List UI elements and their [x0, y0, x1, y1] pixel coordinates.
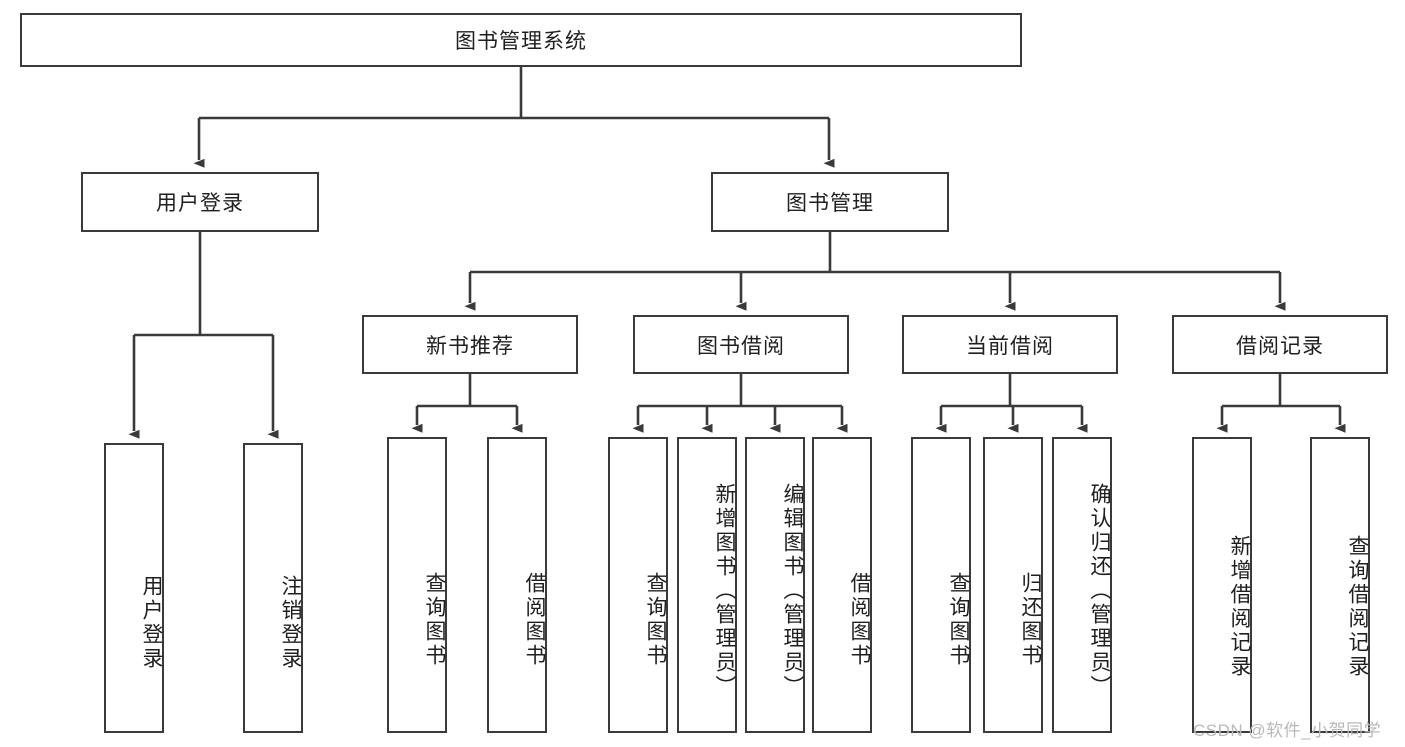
- csdn-watermark: CSDN @软件_小贺同学: [1193, 721, 1382, 740]
- node-leaf-borrow-book-recommend[interactable]: 借阅图书: [487, 437, 547, 733]
- node-leaf-user-login-label: 用户登录: [140, 575, 163, 671]
- node-leaf-query-book-recommend[interactable]: 查询图书: [387, 437, 447, 733]
- node-leaf-return-book-label: 归还图书: [1019, 572, 1042, 668]
- node-leaf-add-book-admin-label: 新增图书（管理员）: [713, 483, 736, 699]
- node-book-manage-label: 图书管理: [786, 192, 874, 215]
- node-root[interactable]: 图书管理系统: [20, 13, 1022, 67]
- node-current-borrow-label: 当前借阅: [966, 334, 1054, 358]
- node-leaf-query-borrow-record[interactable]: 查询借阅记录: [1310, 437, 1370, 733]
- node-leaf-user-login[interactable]: 用户登录: [104, 443, 164, 733]
- node-leaf-query-book-borrow[interactable]: 查询图书: [608, 437, 668, 733]
- node-borrow-record-label: 借阅记录: [1236, 334, 1324, 358]
- node-leaf-add-borrow-record[interactable]: 新增借阅记录: [1192, 437, 1252, 733]
- node-user-login[interactable]: 用户登录: [81, 172, 319, 232]
- node-leaf-edit-book-admin-label: 编辑图书（管理员）: [781, 483, 804, 699]
- node-leaf-return-book[interactable]: 归还图书: [983, 437, 1043, 733]
- node-leaf-query-borrow-record-label: 查询借阅记录: [1346, 535, 1369, 679]
- node-leaf-query-book-current-label: 查询图书: [947, 572, 970, 668]
- node-book-borrow[interactable]: 图书借阅: [633, 315, 849, 374]
- node-borrow-record[interactable]: 借阅记录: [1172, 315, 1388, 374]
- node-new-book-recommend[interactable]: 新书推荐: [362, 315, 578, 374]
- node-leaf-borrow-book-recommend-label: 借阅图书: [523, 572, 546, 668]
- node-leaf-query-book-borrow-label: 查询图书: [644, 572, 667, 668]
- node-book-manage[interactable]: 图书管理: [711, 172, 949, 232]
- node-leaf-query-book-recommend-label: 查询图书: [423, 572, 446, 668]
- node-leaf-add-borrow-record-label: 新增借阅记录: [1228, 535, 1251, 679]
- node-leaf-borrow-book[interactable]: 借阅图书: [812, 437, 872, 733]
- node-book-borrow-label: 图书借阅: [697, 334, 785, 358]
- node-leaf-logout-label: 注销登录: [279, 575, 302, 671]
- node-leaf-add-book-admin[interactable]: 新增图书（管理员）: [677, 437, 737, 733]
- node-user-login-label: 用户登录: [156, 192, 244, 215]
- node-leaf-query-book-current[interactable]: 查询图书: [911, 437, 971, 733]
- node-current-borrow[interactable]: 当前借阅: [902, 315, 1118, 374]
- node-leaf-edit-book-admin[interactable]: 编辑图书（管理员）: [745, 437, 805, 733]
- node-leaf-confirm-return-admin[interactable]: 确认归还（管理员）: [1052, 437, 1112, 733]
- node-leaf-confirm-return-admin-label: 确认归还（管理员）: [1088, 483, 1111, 699]
- node-new-book-recommend-label: 新书推荐: [426, 334, 514, 358]
- node-root-label: 图书管理系统: [455, 30, 587, 53]
- node-leaf-borrow-book-label: 借阅图书: [848, 572, 871, 668]
- node-leaf-logout[interactable]: 注销登录: [243, 443, 303, 733]
